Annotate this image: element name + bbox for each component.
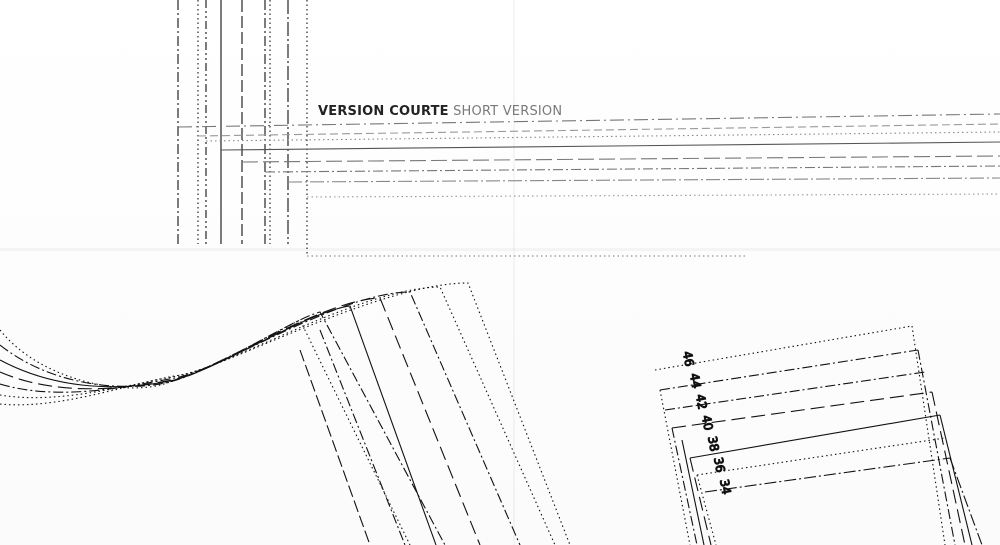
size-label: 40 (699, 414, 715, 431)
version-label-english: SHORT VERSION (453, 104, 563, 119)
size-labels: 46 44 42 40 38 36 34 (679, 350, 734, 497)
version-label: VERSION COURTE SHORT VERSION (318, 104, 562, 119)
size-label: 34 (717, 478, 733, 495)
stacked-size-lines (654, 325, 983, 545)
diagonal-curve-lines (0, 282, 571, 545)
horizontal-size-lines (177, 113, 1000, 257)
vertical-size-lines (177, 0, 308, 256)
size-label: 36 (711, 456, 727, 473)
size-label: 44 (687, 372, 703, 389)
size-label: 38 (705, 435, 721, 452)
version-label-french: VERSION COURTE (318, 104, 449, 119)
size-label: 46 (680, 350, 696, 367)
size-label: 42 (693, 393, 709, 410)
